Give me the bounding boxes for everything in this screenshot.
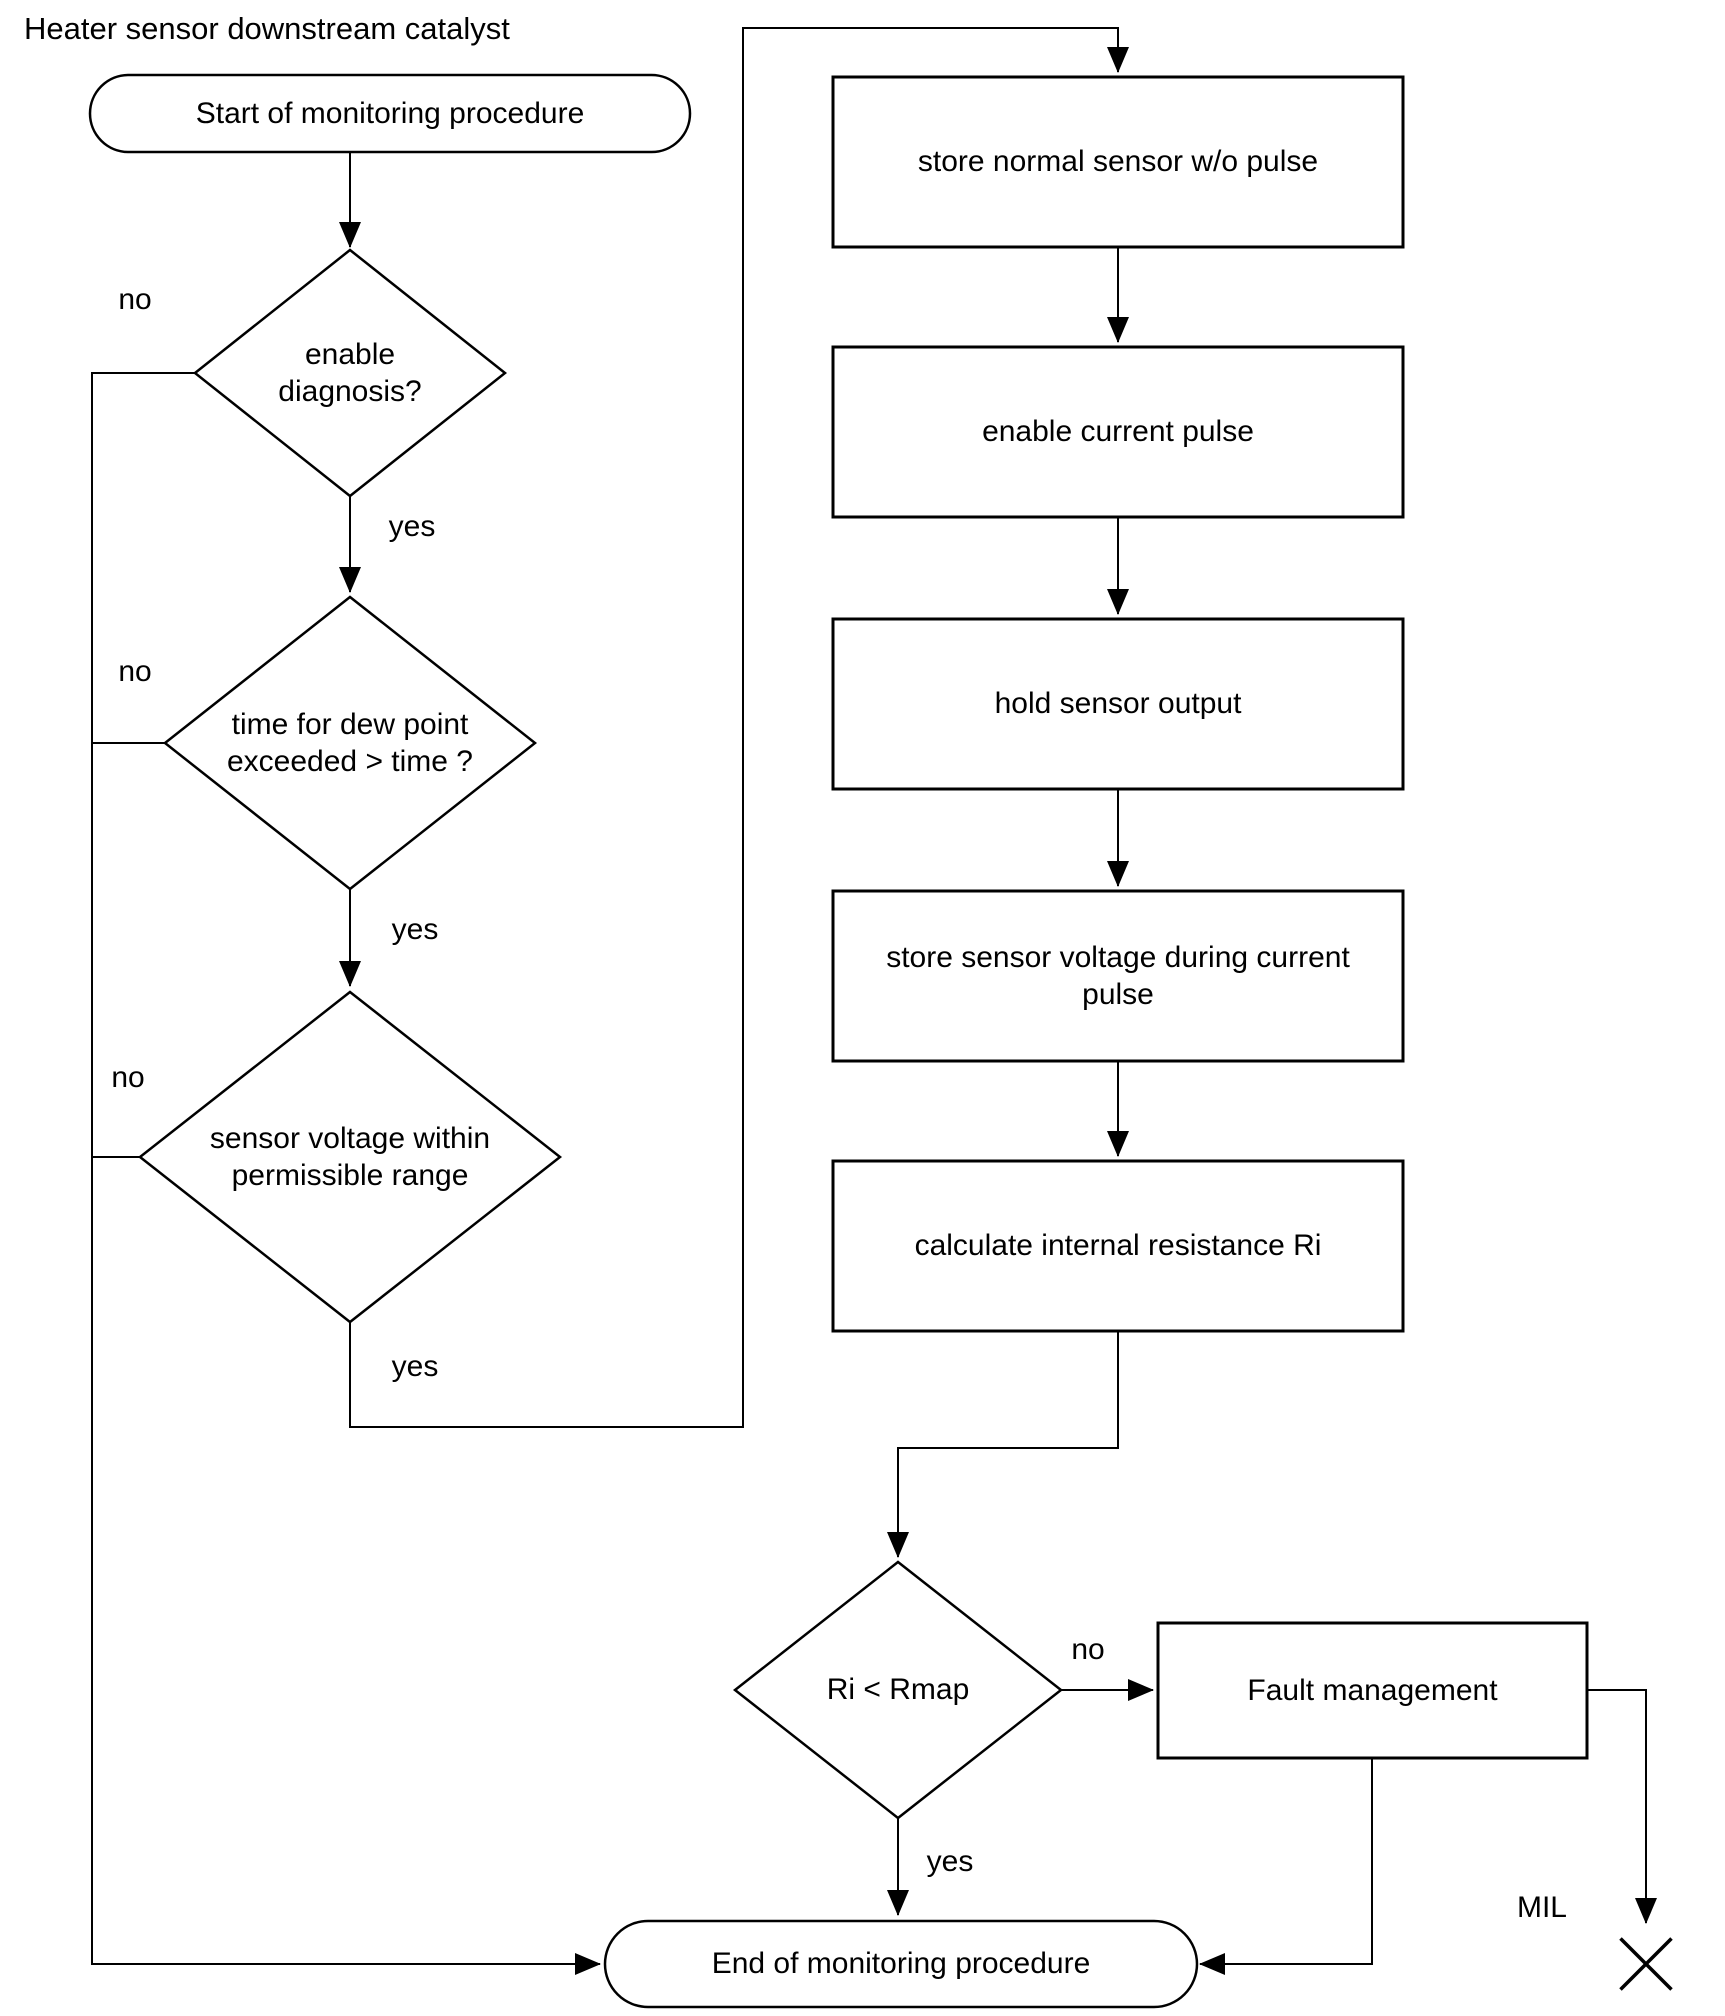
start-node-label: Start of monitoring procedure	[195, 96, 585, 130]
hold-output-box	[831, 617, 1405, 791]
dew-point-no-label: no	[118, 655, 152, 689]
mil-label: MIL	[1516, 1891, 1567, 1925]
fault-management-box	[1156, 1621, 1589, 1760]
dew-point-diamond	[162, 595, 538, 891]
start-node-shape	[88, 73, 692, 154]
connector-calc-to-ricompare	[887, 1331, 1119, 1558]
calc-ri-box	[831, 1159, 1405, 1333]
dew-point-yes-label: yes	[391, 913, 439, 947]
sensor-voltage-no-label: no	[111, 1061, 145, 1095]
store-normal-box	[831, 75, 1405, 249]
hold-output-label: hold sensor output	[994, 687, 1242, 721]
enable-diagnosis-yes-label: yes	[388, 510, 436, 544]
connector-voltage-yes-loop	[349, 27, 1129, 1428]
sensor-voltage-diamond	[137, 990, 563, 1324]
enable-diagnosis-no-label: no	[118, 283, 152, 317]
store-voltage-box	[831, 889, 1405, 1063]
connector-no-rail-to-end	[91, 372, 601, 1975]
store-normal-label: store normal sensor w/o pulse	[917, 145, 1319, 179]
ri-compare-label: Ri < Rmap	[826, 1673, 970, 1707]
calc-ri-label: calculate internal resistance Ri	[914, 1229, 1322, 1263]
enable-diagnosis-label: enable diagnosis?	[278, 337, 422, 409]
enable-diagnosis-diamond	[192, 248, 508, 498]
dew-point-label: time for dew point exceeded > time ?	[227, 707, 473, 779]
mil-lamp-cross-line	[1619, 1937, 1673, 1991]
end-node-label: End of monitoring procedure	[711, 1947, 1091, 1981]
connector-fault-to-end	[1199, 1758, 1373, 1975]
ri-compare-diamond	[732, 1560, 1064, 1820]
sensor-voltage-label: sensor voltage within permissible range	[209, 1121, 491, 1193]
ri-compare-yes-label: yes	[926, 1845, 974, 1879]
connector-fault-to-mil	[1587, 1689, 1657, 1924]
mil-lamp-icon	[1610, 1928, 1682, 2000]
store-voltage-label: store sensor voltage during current puls…	[886, 940, 1350, 1012]
sensor-voltage-yes-label: yes	[391, 1350, 439, 1384]
fault-management-label: Fault management	[1247, 1673, 1498, 1707]
end-node-shape	[603, 1919, 1199, 2009]
ri-compare-no-label: no	[1071, 1633, 1105, 1667]
diagram-title: Heater sensor downstream catalyst	[24, 11, 510, 46]
enable-pulse-box	[831, 345, 1405, 519]
enable-pulse-label: enable current pulse	[982, 415, 1254, 449]
